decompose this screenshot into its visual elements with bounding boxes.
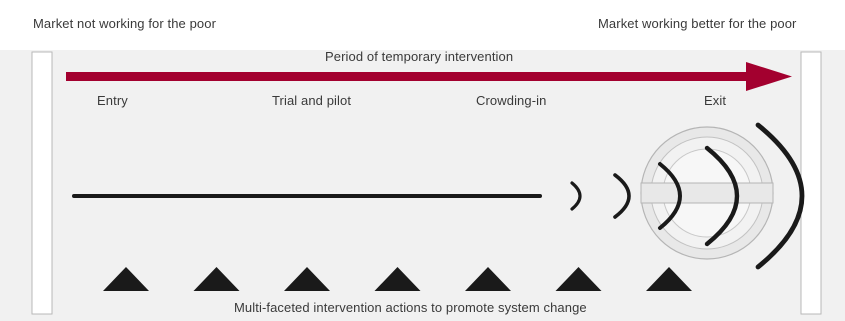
- action-triangle-2: [193, 267, 240, 291]
- right-state-label: Market working better for the poor: [598, 16, 797, 31]
- intervention-arrow-shaft: [66, 72, 756, 81]
- period-label: Period of temporary intervention: [325, 49, 514, 64]
- phase-exit-label: Exit: [704, 93, 727, 108]
- action-triangle-6: [555, 267, 602, 291]
- phase-entry-label: Entry: [97, 93, 128, 108]
- footer-label: Multi-faceted intervention actions to pr…: [234, 300, 587, 315]
- action-triangle-7: [646, 267, 692, 291]
- phase-crowding-label: Crowding-in: [476, 93, 547, 108]
- ripple-arc-3: [658, 162, 682, 230]
- action-triangle-3: [284, 267, 330, 291]
- intervention-action-triangles: [103, 267, 692, 291]
- target-graphic: [640, 126, 774, 260]
- ripple-arc-1: [570, 181, 582, 211]
- action-triangle-4: [374, 267, 421, 291]
- left-state-label: Market not working for the poor: [33, 16, 217, 31]
- intervention-arrow-head: [746, 62, 792, 91]
- ripple-arc-4: [704, 145, 740, 247]
- action-triangle-5: [465, 267, 511, 291]
- action-triangle-1: [103, 267, 149, 291]
- phase-trial-label: Trial and pilot: [272, 93, 352, 108]
- ripple-arc-2: [613, 173, 631, 219]
- left-post: [31, 51, 53, 315]
- ripple-waves: [570, 122, 805, 270]
- target-crossbar: [640, 182, 774, 204]
- ripple-arc-5: [755, 122, 805, 270]
- right-post: [800, 51, 822, 315]
- top-band: [0, 0, 845, 50]
